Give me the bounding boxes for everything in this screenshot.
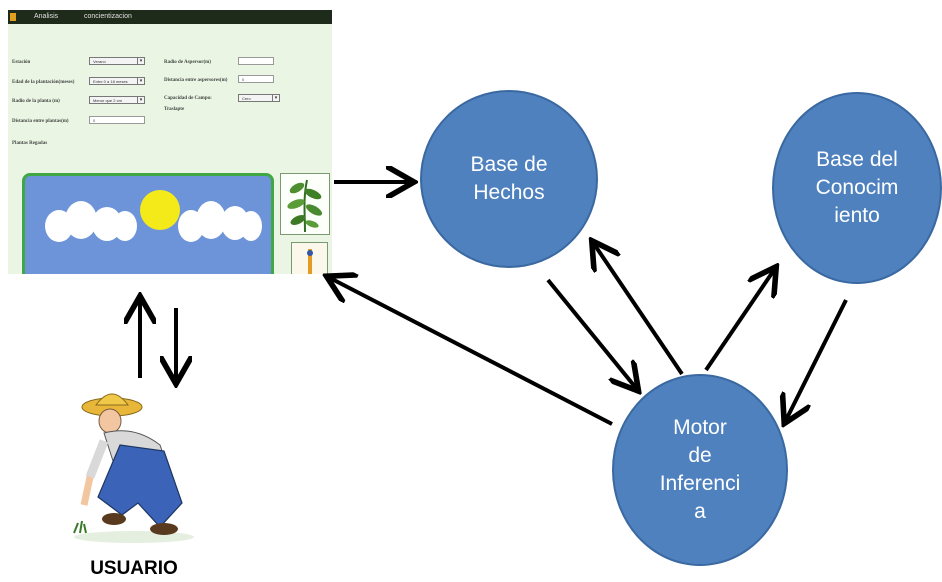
user-label: USUARIO xyxy=(90,558,178,579)
estacion-label: Estación xyxy=(12,60,31,65)
farmer-icon xyxy=(73,393,194,543)
sun-icon xyxy=(140,190,180,230)
estacion-select-value: Verano xyxy=(93,59,106,64)
edad-select[interactable]: Entre 0 a 18 meses ▾ xyxy=(89,77,145,85)
arrow-hechos-to-motor xyxy=(546,278,636,388)
distancia-aspersores-label: Distancia entre aspersores(m) xyxy=(164,78,228,83)
chevron-down-icon: ▾ xyxy=(272,95,279,101)
cloud-icon xyxy=(178,201,262,242)
node-base-hechos: Base de Hechos xyxy=(420,90,598,268)
capacidad-campo-select[interactable]: Cero ▾ xyxy=(238,94,280,102)
menu-item-analisis[interactable]: Analisis xyxy=(34,13,59,20)
radio-aspersor-input[interactable] xyxy=(238,57,274,65)
app-logo-icon xyxy=(10,13,16,21)
arrow-motor-to-app xyxy=(330,278,613,426)
menu-item-concientizacion[interactable]: concientizacion xyxy=(84,13,132,20)
edad-select-value: Entre 0 a 18 meses xyxy=(93,79,128,84)
radio-planta-select-value: Menor que 2 cm xyxy=(93,98,122,103)
plant-panel[interactable] xyxy=(280,173,330,235)
plantas-regadas-label: Plantas Regadas xyxy=(12,141,48,146)
cloud-icon xyxy=(45,201,137,242)
chevron-down-icon: ▾ xyxy=(137,78,144,84)
distancia-plantas-label: Distancia entre plantas(m) xyxy=(12,119,69,124)
arrow-motor-to-hechos xyxy=(594,244,684,376)
arrow-conocimiento-to-motor xyxy=(786,299,848,420)
plant-icon xyxy=(287,179,323,233)
capacidad-campo-select-value: Cero xyxy=(242,96,251,101)
radio-aspersor-label: Radio de Aspersor(m) xyxy=(164,60,211,65)
capacidad-campo-label: Capacidad de Campo: xyxy=(164,96,212,101)
sky-scene-graphic xyxy=(45,190,262,242)
trasplante-label: Traslapte xyxy=(164,107,185,112)
estacion-select[interactable]: Verano ▾ xyxy=(89,57,145,65)
sprinkler-panel[interactable] xyxy=(291,242,328,274)
chevron-down-icon: ▾ xyxy=(137,97,144,103)
chevron-down-icon: ▾ xyxy=(137,58,144,64)
arrow-motor-to-conocimiento xyxy=(704,270,774,372)
sky-scene xyxy=(22,173,274,274)
edad-label: Edad de la plantación(meses) xyxy=(12,80,75,85)
node-motor-inferencia: Motor de Inferenci a xyxy=(612,374,788,566)
node-base-conocimiento: Base del Conocim iento xyxy=(772,92,942,284)
radio-planta-label: Radio de la planta (m) xyxy=(12,99,60,104)
radio-planta-select[interactable]: Menor que 2 cm ▾ xyxy=(89,96,145,104)
app-screenshot: Analisis concientizacion Estación Verano… xyxy=(8,10,332,274)
app-menubar: Analisis concientizacion xyxy=(8,10,332,24)
sprinkler-icon xyxy=(307,249,313,274)
distancia-aspersores-input[interactable]: 0 xyxy=(238,75,274,83)
distancia-plantas-input[interactable]: 0 xyxy=(89,116,145,124)
